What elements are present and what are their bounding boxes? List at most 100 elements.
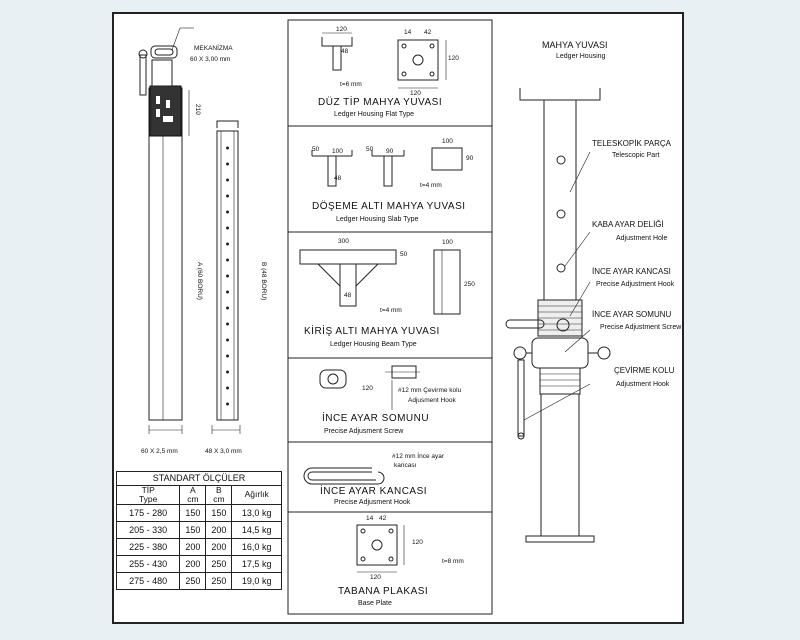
cell: 14,5 kg <box>231 520 282 539</box>
prop-assembly-drawing <box>505 88 611 543</box>
callout-telescopic: TELESKOPİK PARÇA <box>592 139 671 148</box>
cell: 200 <box>179 537 207 556</box>
flat-dim-120b: 120 <box>410 90 421 97</box>
left-column-frame <box>116 19 286 467</box>
callout-precise-hook: İNCE AYAR KANCASI <box>592 267 671 276</box>
table-caption: STANDART ÖLÇÜLER <box>116 471 282 485</box>
table-row: 275 - 480 250 250 19,0 kg <box>115 571 282 590</box>
cell: 205 - 330 <box>115 520 181 539</box>
flat-dim-42: 42 <box>424 29 432 36</box>
beam-dim-100: 100 <box>442 239 453 246</box>
flat-thickness: t=6 mm <box>340 81 362 88</box>
pipe-b-drawing <box>211 120 241 434</box>
slab-dim-100b: 100 <box>442 138 453 145</box>
pipe-b-size: 48 X 3,0 mm <box>205 448 242 455</box>
screw-note2: Adjusment Hook <box>408 397 456 404</box>
table-row: 175 - 280 150 150 13,0 kg <box>115 503 282 522</box>
slab-dim-100a: 100 <box>332 148 343 155</box>
cell: 200 <box>179 554 207 573</box>
flat-subtitle: Ledger Housing Flat Type <box>334 111 415 118</box>
slab-dim-50a: 50 <box>312 146 320 153</box>
screw-dim-120: 120 <box>362 385 373 392</box>
flat-type-drawing <box>321 32 447 89</box>
dim-pipe-a: A (60 BORU) <box>196 262 203 300</box>
screw-drawing <box>319 365 420 410</box>
slab-type-drawing <box>311 147 463 187</box>
cell: 13,0 kg <box>231 503 282 522</box>
hook-drawing <box>303 467 385 485</box>
cell: 175 - 280 <box>115 503 181 522</box>
table-row: 205 - 330 150 200 14,5 kg <box>115 520 282 539</box>
base-dim-120b: 120 <box>412 539 423 546</box>
dim-210: 210 <box>194 104 201 115</box>
cell: 250 <box>205 571 233 590</box>
middle-column-frames <box>287 19 493 615</box>
table-row: 225 - 380 200 200 16,0 kg <box>115 537 282 556</box>
cell: 255 - 430 <box>115 554 181 573</box>
beam-dim-300: 300 <box>338 238 349 245</box>
callout-adjustment-hole: KABA AYAR DELİĞİ <box>592 220 664 229</box>
callout-ledger-housing: MAHYA YUVASI <box>542 40 608 50</box>
cell: 250 <box>205 554 233 573</box>
callout-precise-screw-en: Precise Adjustment Screw <box>600 324 682 331</box>
base-plate-drawing <box>356 524 405 573</box>
callout-adjustment-hole-en: Adjustment Hole <box>616 235 668 242</box>
beam-subtitle: Ledger Housing Beam Type <box>330 341 417 348</box>
hook-title: İNCE AYAR KANCASI <box>320 486 428 497</box>
callout-telescopic-en: Telescopic Part <box>612 152 660 159</box>
slab-dim-90b: 90 <box>466 155 474 162</box>
flat-dim-48: 48 <box>341 48 349 55</box>
slab-subtitle: Ledger Housing Slab Type <box>336 216 419 223</box>
callout-turning-handle: ÇEVİRME KOLU <box>614 366 675 375</box>
cell: 275 - 480 <box>115 571 181 590</box>
callout-precise-hook-en: Precise Adjustment Hook <box>596 281 675 288</box>
cell: 150 <box>205 503 233 522</box>
cell: 150 <box>179 520 207 539</box>
mechanism-label: MEKANİZMA <box>194 45 233 52</box>
flat-dim-120: 120 <box>336 26 347 33</box>
screw-subtitle: Precise Adjusment Screw <box>324 428 404 435</box>
flat-title: DÜZ TİP MAHYA YUVASI <box>318 97 443 108</box>
base-dim-42: 42 <box>379 515 387 522</box>
hook-note2: kancası <box>394 462 417 469</box>
beam-dim-250: 250 <box>464 281 475 288</box>
beam-dim-48: 48 <box>344 292 352 299</box>
callout-turning-handle-en: Adjustment Hook <box>616 381 670 388</box>
slab-dim-50b: 50 <box>366 146 374 153</box>
screw-note1: #12 mm Çevirme kolu <box>398 387 462 394</box>
table-row: 255 - 430 200 250 17,5 kg <box>115 554 282 573</box>
flat-dim-120c: 120 <box>448 55 459 62</box>
cell: 200 <box>205 537 233 556</box>
cell: 16,0 kg <box>231 537 282 556</box>
pipe-a-size: 60 X 2,5 mm <box>141 448 178 455</box>
screw-title: İNCE AYAR SOMUNU <box>322 413 430 424</box>
cell: 17,5 kg <box>231 554 282 573</box>
base-title: TABANA PLAKASI <box>338 586 429 597</box>
callout-ledger-housing-en: Ledger Housing <box>556 53 606 60</box>
mechanism-size: 60 X 3,00 mm <box>190 56 231 63</box>
base-dim-14: 14 <box>366 515 374 522</box>
cell: 150 <box>179 503 207 522</box>
pipe-a-drawing <box>138 27 194 434</box>
beam-dim-50: 50 <box>400 251 408 258</box>
base-dim-120a: 120 <box>370 574 381 581</box>
beam-title: KİRİŞ ALTI MAHYA YUVASI <box>304 326 440 337</box>
slab-title: DÖŞEME ALTI MAHYA YUVASI <box>312 201 466 212</box>
hook-note1: #12 mm İnce ayar <box>392 453 445 460</box>
flat-dim-14: 14 <box>404 29 412 36</box>
cell: 19,0 kg <box>231 571 282 590</box>
beam-type-drawing <box>299 249 461 315</box>
dim-pipe-b: B (48 BORU) <box>260 262 267 301</box>
header-weight: Ağırlık <box>231 485 282 505</box>
cell: 225 - 380 <box>115 537 181 556</box>
cell: 200 <box>205 520 233 539</box>
base-thickness: t=8 mm <box>442 558 464 565</box>
slab-dim-90a: 90 <box>386 148 394 155</box>
callout-precise-screw: İNCE AYAR SOMUNU <box>592 310 672 319</box>
cell: 250 <box>179 571 207 590</box>
